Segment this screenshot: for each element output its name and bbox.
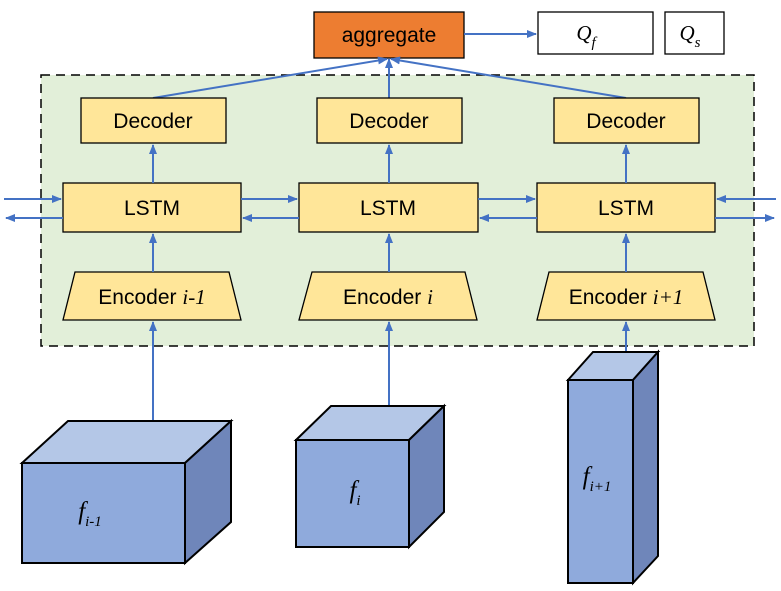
encoder-label: Encoder [98,286,182,309]
output-qs-subscript: s [695,35,701,51]
feature-subscript: i-1 [85,514,102,530]
output-qs: Qs [664,11,725,55]
feature-block: fi+1 [565,349,661,586]
lstm-box [298,182,479,233]
lstm-box [62,182,242,233]
encoder-label: Encoder [569,286,653,309]
lstm-label: LSTM [124,197,180,220]
feature-subscript: i [356,493,360,509]
feature-side-face [632,349,659,586]
decoder-box [80,97,227,144]
svg-text:Qf: Qf [576,21,597,51]
svg-text:Encoder i+1: Encoder i+1 [569,285,684,309]
decoder-box [316,97,463,144]
output-qf: Qf [537,11,654,55]
feature-symbol: f [583,463,593,490]
feature-front-face [21,462,186,564]
encoder-index: i [427,285,433,309]
aggregate-label: aggregate [342,24,437,47]
feature-front-face [567,379,634,584]
output-qf-symbol: Q [576,21,591,45]
feature-front-face [295,439,410,548]
encoder-index: i+1 [653,285,684,309]
feature-subscript: i+1 [590,479,612,495]
output-qf-subscript: f [592,35,598,51]
decoder-label: Decoder [349,110,428,133]
arrow-decoder-1-to-aggregate [152,56,388,99]
column-2: Decoder LSTM Encoder i fi [293,97,479,550]
svg-text:fi: fi [349,477,360,509]
column-3: Decoder LSTM Encoder i+1 fi+1 [536,97,716,586]
feature-block: fi-1 [19,418,234,566]
svg-text:Encoder i-1: Encoder i-1 [98,285,205,309]
lstm-label: LSTM [360,197,416,220]
encoder-trapezoid [62,271,242,321]
column-1: Decoder LSTM Encoder i-1 fi-1 [19,97,242,566]
svg-text:Qs: Qs [679,21,700,51]
svg-text:Encoder i: Encoder i [343,285,433,309]
lstm-label: LSTM [598,197,654,220]
decoder-label: Decoder [113,110,192,133]
svg-text:fi-1: fi-1 [78,498,102,530]
encoder-label: Encoder [343,286,427,309]
encoder-index: i-1 [182,285,205,309]
feature-symbol: f [349,477,359,504]
feature-block: fi [293,403,447,550]
encoder-trapezoid [298,271,478,321]
decoder-label: Decoder [586,110,665,133]
aggregate-node: aggregate [313,11,465,59]
lstm-box [536,182,716,233]
output-qs-symbol: Q [679,21,694,45]
feature-symbol: f [78,498,88,525]
arrow-decoder-3-to-aggregate [390,56,627,99]
encoder-trapezoid [536,271,716,321]
decoder-box [553,97,700,144]
svg-text:fi+1: fi+1 [583,463,612,495]
